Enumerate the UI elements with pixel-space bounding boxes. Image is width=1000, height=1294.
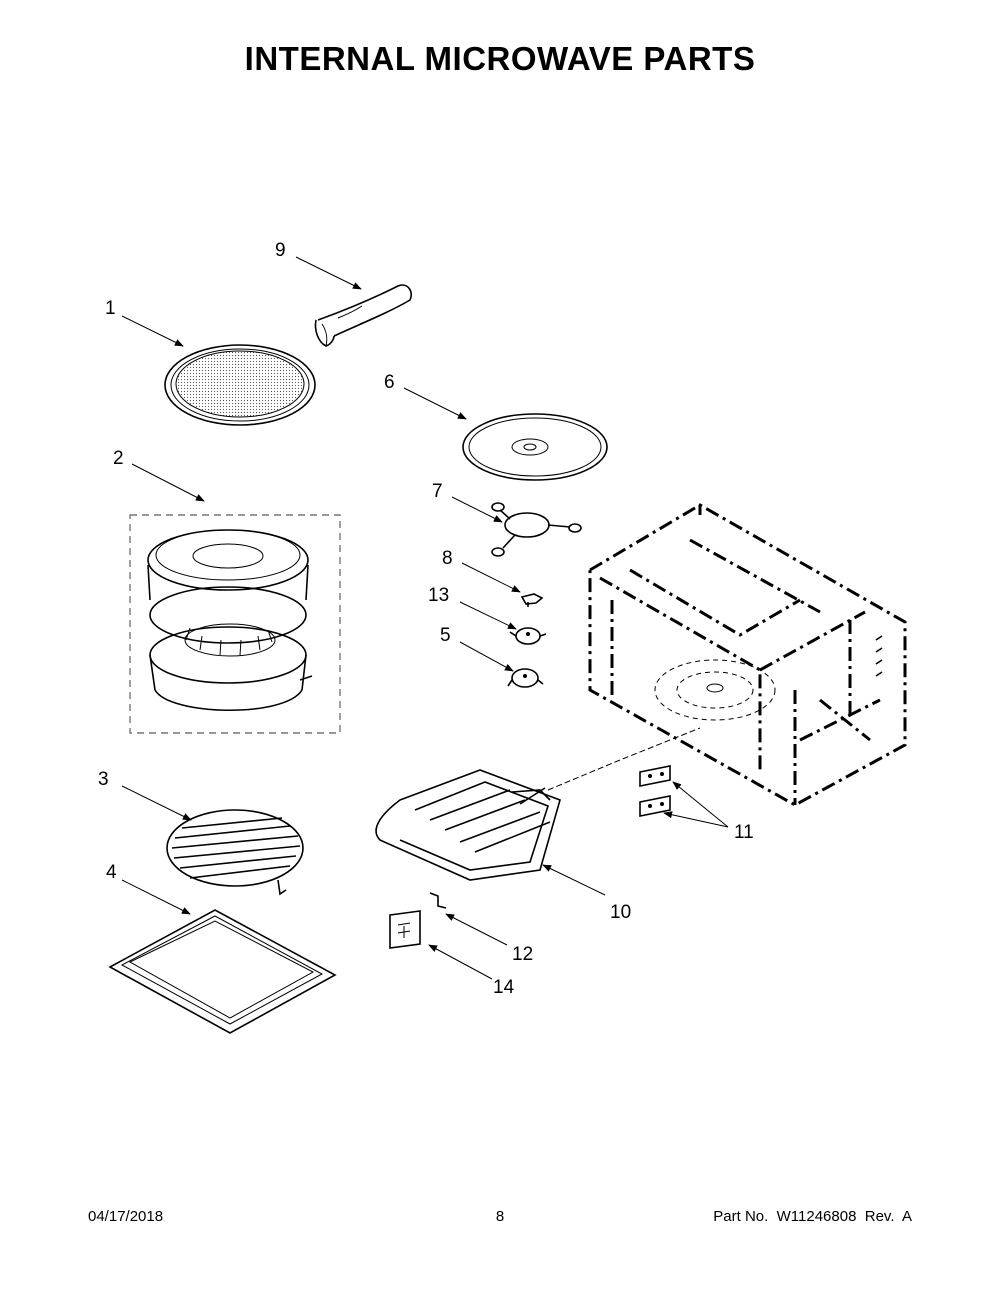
page-title: INTERNAL MICROWAVE PARTS	[244, 40, 756, 77]
part-2-steamer	[129, 514, 341, 734]
footer-part-number: Part No. W11246808 Rev. A	[713, 1208, 912, 1225]
part-4-baking-tray	[108, 909, 337, 1034]
callout-3: 3	[98, 769, 109, 790]
cavity-frame	[588, 503, 907, 807]
callout-11: 11	[734, 822, 754, 843]
callout-9: 9	[275, 240, 286, 261]
part-5-turntable-motor	[507, 668, 544, 688]
callout-6: 6	[384, 372, 395, 393]
part-1-crisper-pan	[164, 344, 316, 426]
footer-date: 04/17/2018	[88, 1208, 164, 1225]
part-9-handle	[314, 284, 413, 347]
part-14-label	[389, 910, 421, 949]
leader-lines	[121, 256, 729, 980]
callout-8: 8	[442, 548, 453, 569]
callout-2: 2	[113, 448, 124, 469]
part-12-clip	[429, 892, 447, 909]
callout-14: 14	[493, 977, 515, 998]
part-13-motor	[509, 627, 547, 645]
callout-13: 13	[428, 585, 449, 606]
callout-7: 7	[432, 481, 443, 502]
footer-page-number: 8	[495, 1208, 505, 1225]
part-6-turntable-tray	[462, 413, 608, 481]
callout-5: 5	[440, 625, 451, 646]
part-3-grill-rack	[166, 809, 304, 896]
callout-12: 12	[512, 944, 533, 965]
part-7-roller-guide	[491, 502, 582, 557]
callout-10: 10	[610, 902, 631, 923]
part-8-coupler	[520, 593, 544, 607]
part-11-plates	[639, 765, 671, 817]
callout-4: 4	[106, 862, 117, 883]
callout-1: 1	[105, 298, 116, 319]
part-10-heating-element	[375, 727, 701, 881]
